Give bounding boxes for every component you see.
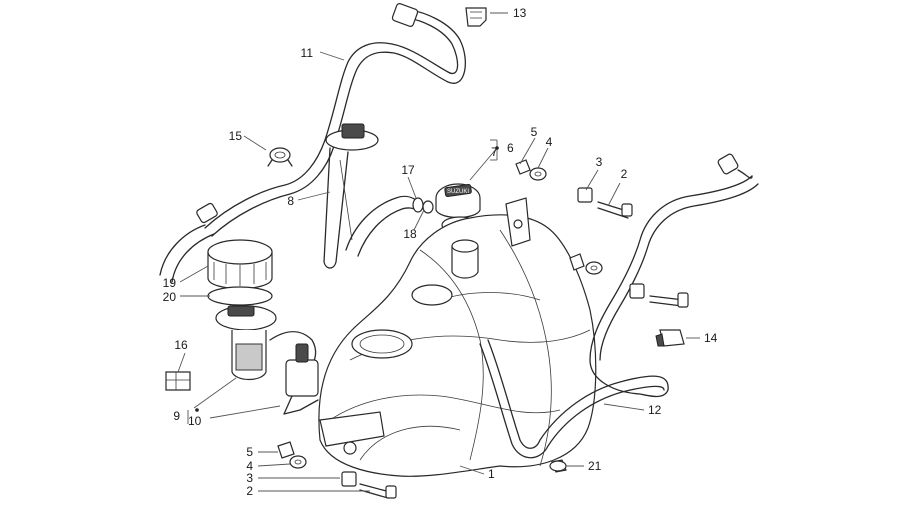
hose-clip-part-13	[465, 7, 487, 27]
drain-bolt-part-21	[549, 459, 567, 473]
callout-17: 17	[401, 163, 415, 177]
callout-7: 7	[491, 145, 498, 159]
callout-13: 13	[513, 6, 527, 20]
callout-1: 1	[488, 467, 495, 481]
cap-logo-text: SUZUKI	[447, 189, 469, 195]
nut-part-5-upper	[515, 159, 531, 175]
callout-9: 9	[173, 409, 180, 423]
hose-end-fitting	[391, 3, 419, 27]
callout-3-upper: 3	[596, 155, 603, 169]
callout-11: 11	[301, 46, 314, 60]
clip-part-14	[655, 329, 685, 347]
callout-19: 19	[163, 276, 177, 290]
o-ring-part-18	[422, 200, 434, 214]
callout-18: 18	[403, 227, 417, 241]
callout-12: 12	[648, 403, 662, 417]
callout-15: 15	[229, 129, 243, 143]
callout-5-lower: 5	[246, 445, 253, 459]
hardware-lower-left	[277, 441, 397, 499]
callout-3-lower: 3	[246, 471, 253, 485]
callout-labels: 11 13 15 8 17 18 6 7 5 4 3 2 19 20 16 9 …	[163, 6, 718, 498]
breather-hose-part-11	[159, 3, 466, 283]
group-dot-9-10	[195, 408, 199, 412]
fuel-pump-part-9	[215, 305, 319, 415]
washer-part-4-upper	[529, 167, 547, 181]
callout-8: 8	[287, 194, 294, 208]
fuel-tank-part-1	[318, 197, 597, 477]
callout-16: 16	[174, 338, 188, 352]
spacer-part-3-upper	[577, 187, 593, 203]
callout-14: 14	[704, 331, 718, 345]
callout-4-lower: 4	[246, 459, 253, 473]
callout-5-upper: 5	[531, 125, 538, 139]
pump-lock-ring-part-19	[207, 239, 273, 290]
callout-21: 21	[588, 459, 602, 473]
clamp-part-15	[267, 147, 293, 167]
fuel-sender-part-8	[323, 123, 379, 269]
callout-4-upper: 4	[546, 135, 553, 149]
pump-gasket-part-20	[207, 286, 273, 306]
rubber-cap-part-16	[165, 371, 191, 391]
callout-10: 10	[188, 414, 202, 428]
callout-20: 20	[163, 290, 177, 304]
callout-6: 6	[507, 141, 514, 155]
callout-2-upper: 2	[621, 167, 628, 181]
leader-lines	[177, 12, 700, 492]
filler-cap-part-6: SUZUKI	[435, 183, 481, 234]
drain-hose-part-12	[479, 153, 759, 459]
callout-2-lower: 2	[246, 484, 253, 498]
group-dot-6-7	[495, 146, 499, 150]
